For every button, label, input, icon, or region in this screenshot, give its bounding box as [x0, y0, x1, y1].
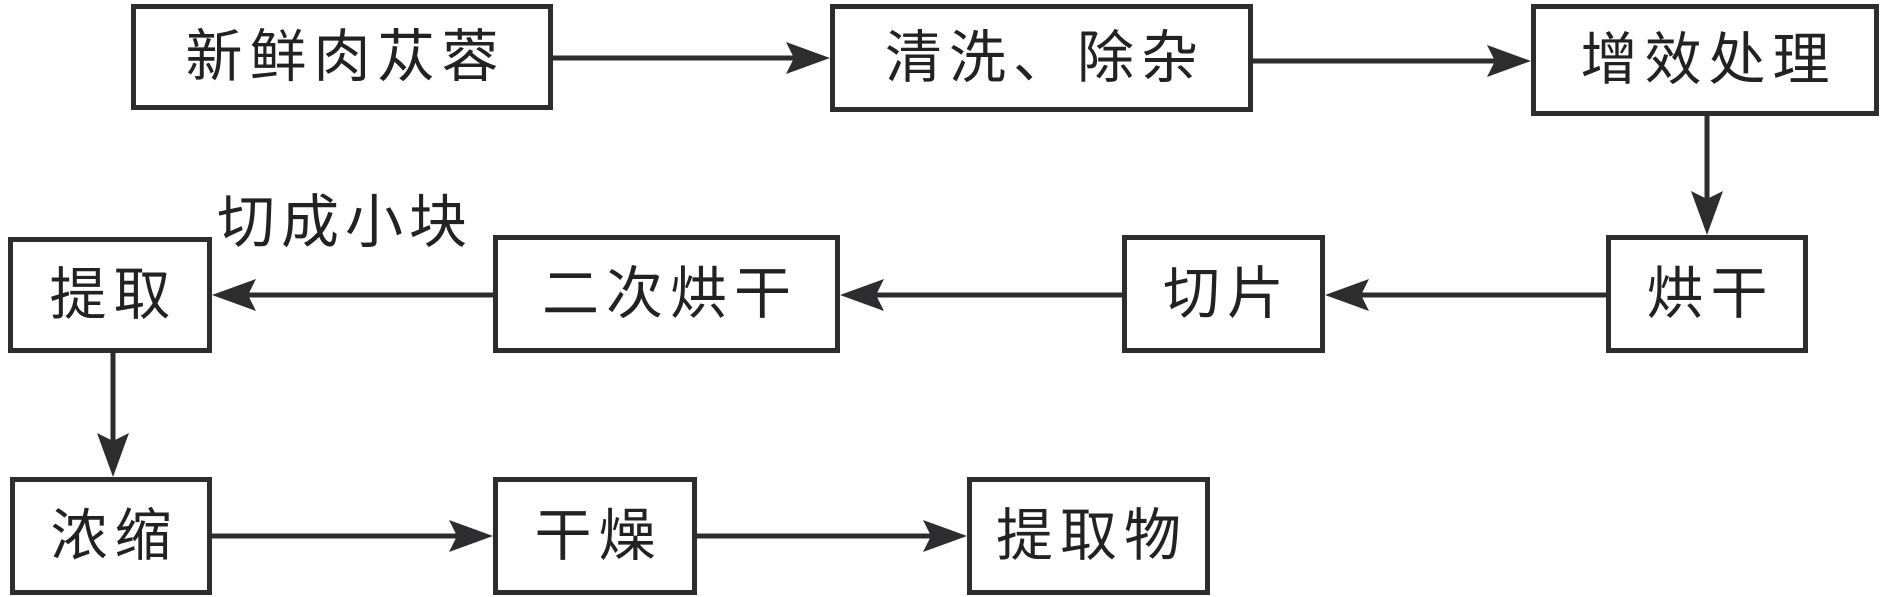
node-wash-remove-impurities: 清洗、除杂 [830, 4, 1253, 112]
arrow-concentrate-to-finaldry [212, 520, 493, 552]
node-enhancement-treatment: 增效处理 [1531, 4, 1879, 116]
node-extract-product: 提取物 [967, 477, 1210, 595]
arrow-enhance-to-dry [1691, 114, 1723, 235]
node-extraction: 提取 [8, 237, 212, 353]
arrow-fresh-to-wash [553, 42, 830, 74]
node-second-drying: 二次烘干 [493, 235, 840, 353]
node-drying: 烘干 [1606, 235, 1808, 353]
arrow-slice-to-seconddry [840, 279, 1122, 311]
node-final-drying: 干燥 [493, 477, 697, 595]
node-fresh-cistanche: 新鲜肉苁蓉 [131, 4, 553, 110]
arrow-dry-to-slice [1325, 279, 1606, 311]
node-concentration: 浓缩 [10, 477, 212, 595]
arrow-seconddry-to-extract [212, 279, 493, 311]
arrow-extract-to-concentrate [97, 353, 129, 477]
arrow-finaldry-to-product [697, 520, 967, 552]
edge-label-cut-into-small-pieces: 切成小块 [216, 190, 473, 255]
node-slicing: 切片 [1122, 235, 1325, 353]
arrow-wash-to-enhance [1253, 45, 1531, 77]
